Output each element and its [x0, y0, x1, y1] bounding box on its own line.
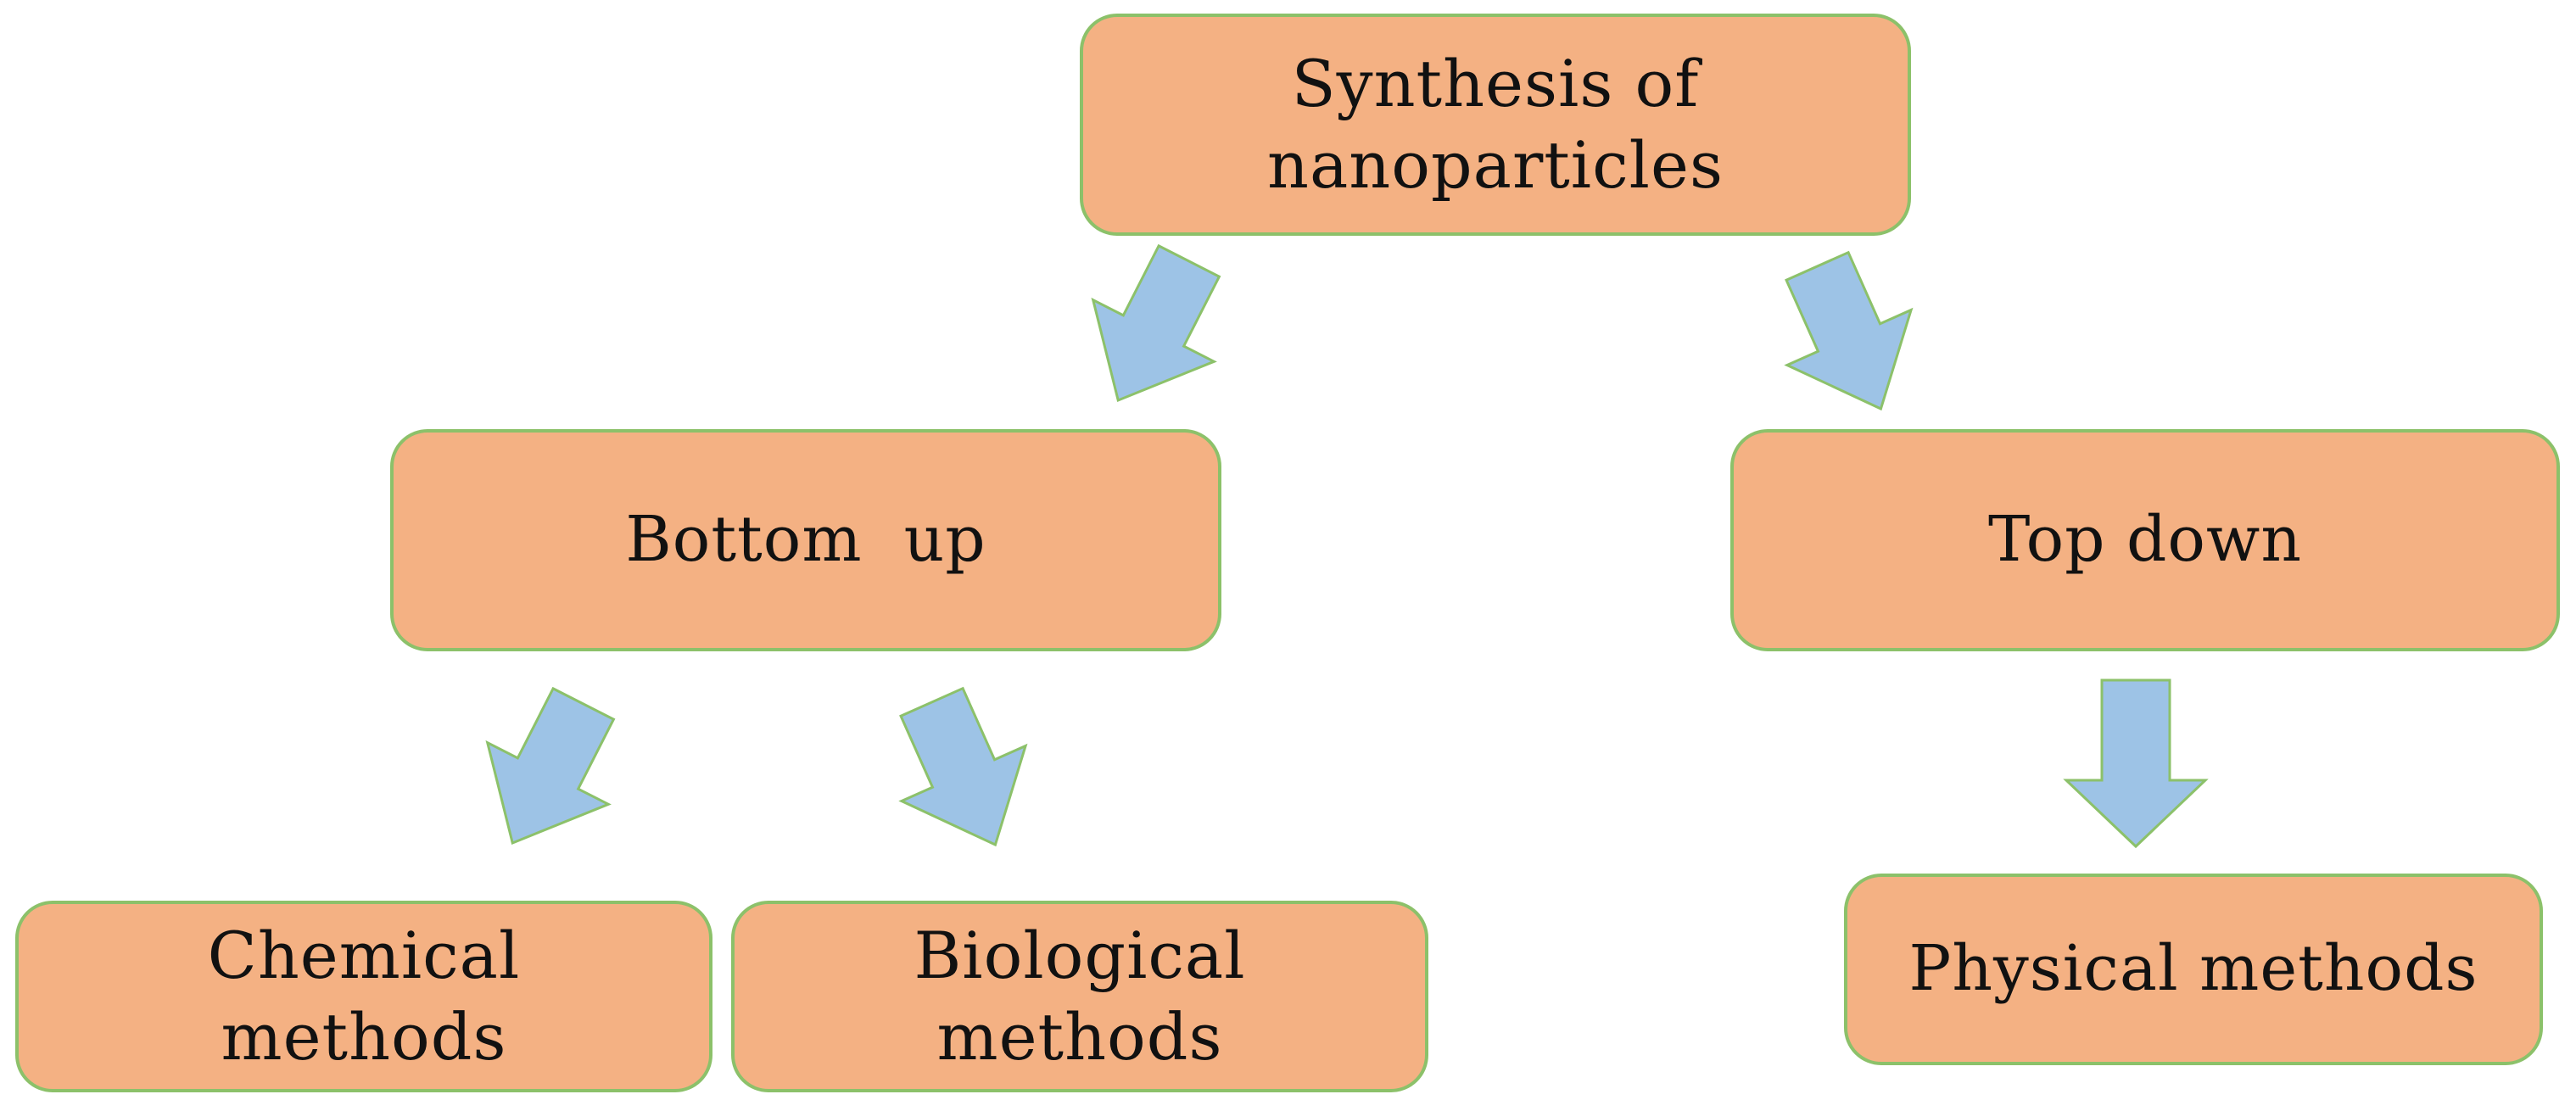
node-physical-label: Physical methods — [1908, 932, 2478, 1006]
arrow-bottom-up-to-biological-icon — [898, 686, 1028, 847]
node-top-down: Top down — [1730, 429, 2560, 651]
node-top-down-label: Top down — [1988, 503, 2302, 577]
node-bottom-up: Bottom up — [390, 429, 1221, 651]
arrow-bottom-up-to-chemical-icon — [485, 686, 616, 846]
arrow-top-down-to-physical-icon — [2063, 678, 2209, 849]
node-chemical-methods: Chemical methods — [15, 901, 712, 1092]
arrow-root-to-top-down-icon — [1784, 250, 1914, 411]
node-chemical-line2: methods — [221, 999, 507, 1075]
node-root-line2: nanoparticles — [1267, 127, 1724, 203]
node-chemical-line1: Chemical — [207, 918, 521, 994]
node-biological-line1: Biological — [914, 918, 1246, 994]
node-biological-line2: methods — [936, 999, 1223, 1075]
node-physical-methods: Physical methods — [1844, 874, 2543, 1065]
node-root-line1: Synthesis of — [1291, 46, 1700, 122]
node-biological-methods: Biological methods — [731, 901, 1428, 1092]
node-bottom-up-label: Bottom up — [625, 503, 986, 577]
arrow-root-to-bottom-up-icon — [1091, 243, 1221, 403]
node-synthesis-of-nanoparticles: Synthesis of nanoparticles — [1080, 14, 1911, 236]
